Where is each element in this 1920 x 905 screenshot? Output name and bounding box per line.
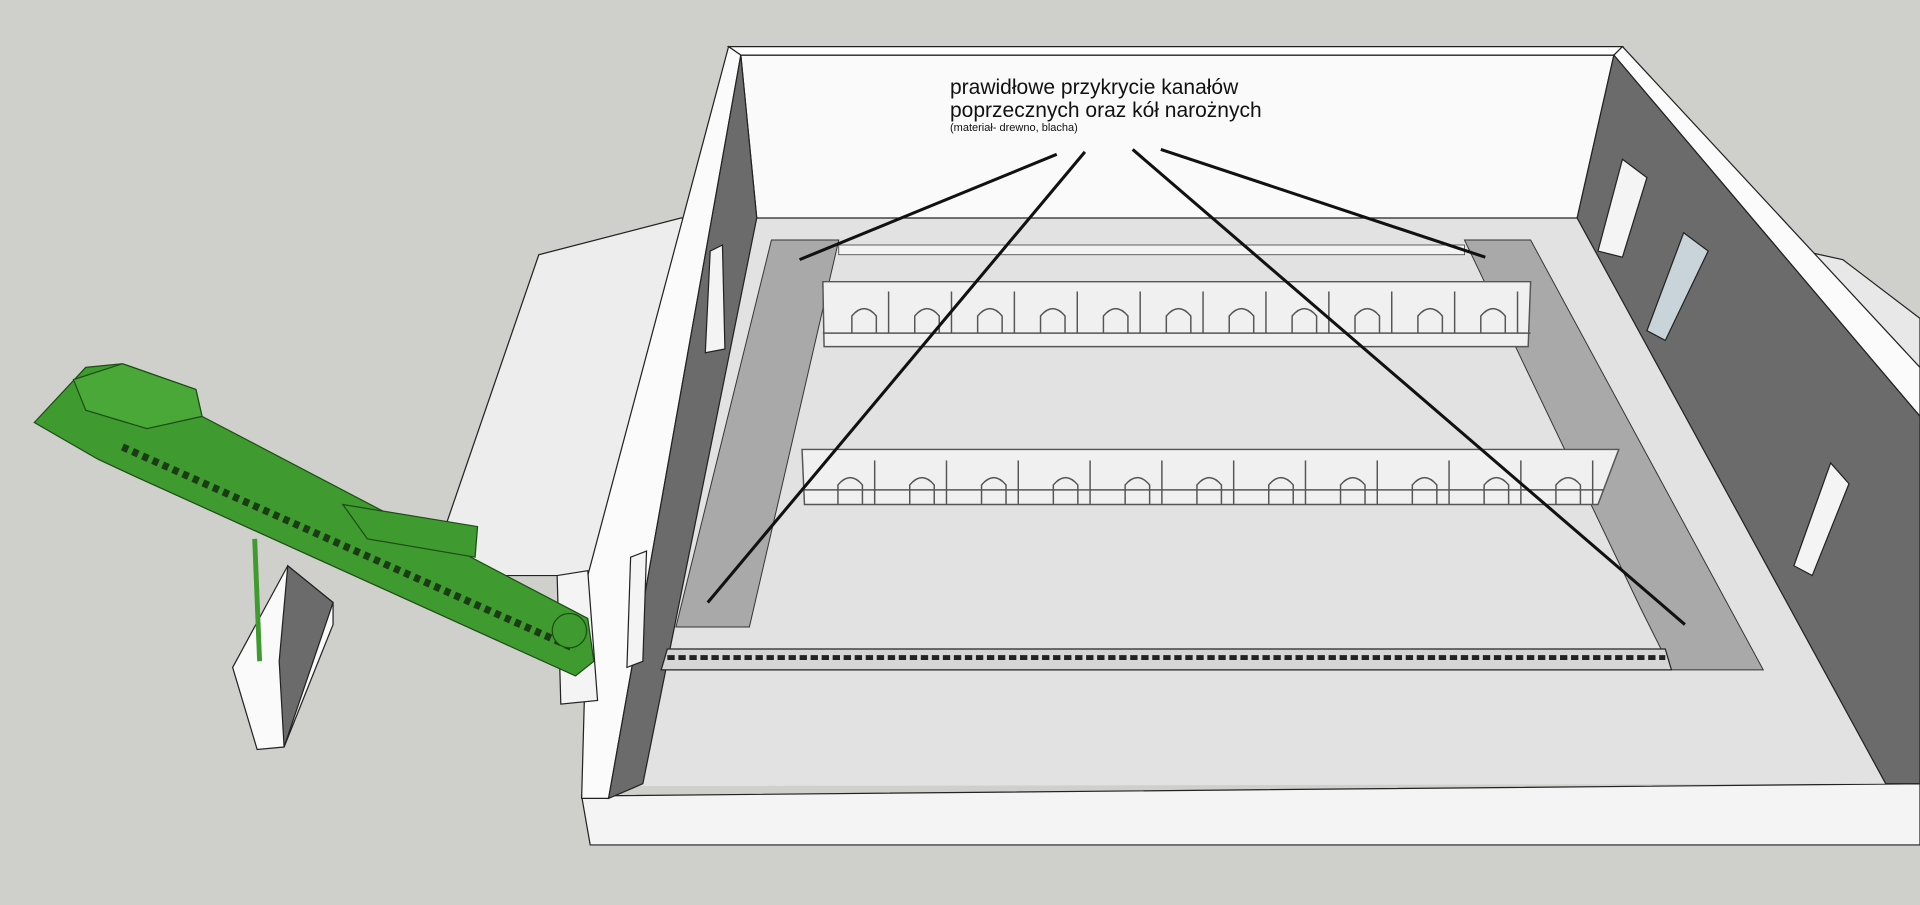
barrier-arch [1124,476,1151,505]
barrier-arch [976,307,1003,334]
barrier-arch [1039,307,1066,334]
pointer-line [706,150,1087,604]
pointer-line [1160,147,1486,259]
caption-line-1: prawidłowe przykrycie kanałów [950,76,1239,99]
annotation-caption: prawidłowe przykrycie kanałów poprzeczny… [950,76,1262,135]
right-wall-window [1646,231,1709,342]
barrier-arch [1291,307,1318,334]
barrier-arch [1228,307,1255,334]
left-wall-window [704,243,726,354]
pointer-line [1131,148,1686,626]
barrier-arch [1480,307,1507,334]
caption-line-2: poprzecznych oraz kół narożnych [950,99,1262,122]
barrier-arch [837,476,864,505]
barrier-arch [1165,307,1192,334]
barrier-arch [1339,476,1366,505]
floor-slab [580,783,1920,846]
barrier-arch [909,476,935,505]
barrier-arch [1411,476,1438,505]
barrier-arch [914,307,940,334]
barrier-arch [1102,307,1129,334]
barrier-arch [1196,476,1223,505]
right-wall-top [1613,45,1920,418]
barrier-arch [1052,476,1079,505]
barrier-arch [851,307,878,334]
right-wall-inner-face [1576,53,1920,785]
barrier-arch [1268,476,1294,505]
inclined-conveyor [33,363,595,677]
left-wall-inner-face [607,55,758,800]
barrier-arch [980,476,1007,505]
barrier-arch [1555,476,1582,505]
channel-cover-left [675,239,840,628]
left-wall-top [581,45,742,800]
right-wall-window [1793,461,1850,577]
pointer-line [799,152,1058,262]
caption-line-3: (materiał- drewno, blacha) [950,122,1078,134]
channel-top [838,244,1465,256]
feed-barrier-front [801,448,1620,506]
support-block-side [278,564,334,748]
left-wall-window [626,550,648,669]
barrier-arch [1417,307,1444,334]
back-wall-top [726,45,1624,56]
feed-barrier-back [822,280,1532,348]
barrier-arch [1354,307,1381,334]
barrier-arch [1483,476,1510,505]
right-wall-window [1597,158,1648,258]
